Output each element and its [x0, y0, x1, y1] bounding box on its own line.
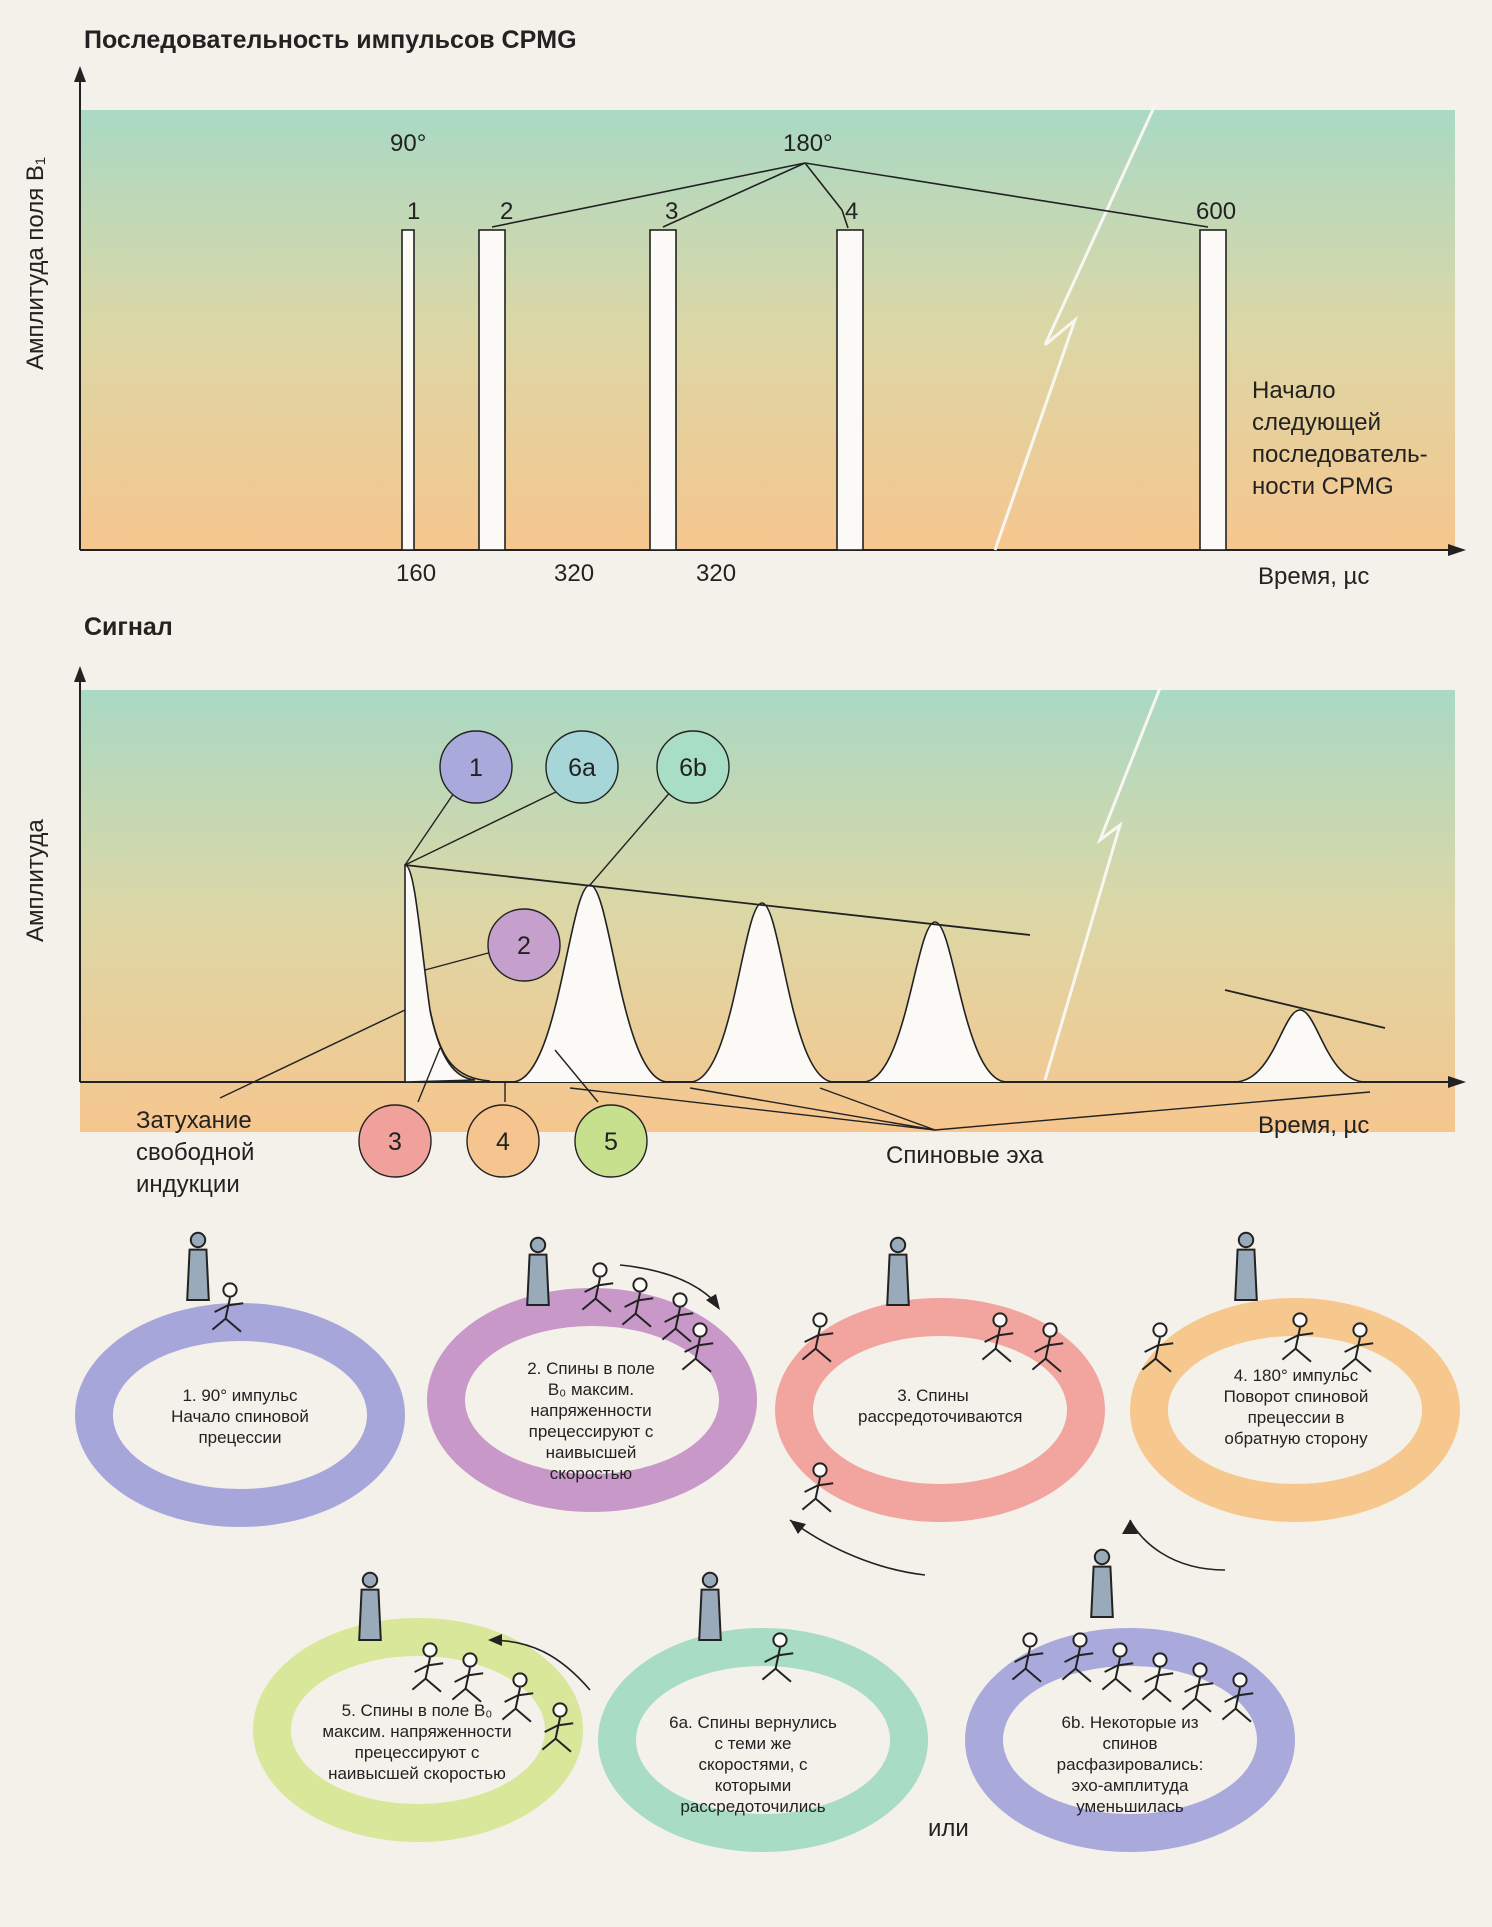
- pulse-label-3: 3: [665, 198, 679, 225]
- top-chart: [74, 66, 1466, 556]
- pulse-label-2: 2: [500, 198, 514, 225]
- observer-figure-4: [1234, 1231, 1258, 1301]
- leader-180-4: [804, 162, 843, 211]
- echo-envelope-late: [1224, 989, 1386, 1029]
- spin-figure-23: [1221, 1672, 1254, 1723]
- arrow-4-to-6b: [1129, 1519, 1226, 1571]
- spin-figure-12: [1141, 1322, 1174, 1373]
- spin-figure-6: [801, 1312, 834, 1363]
- ring-5: [253, 1618, 583, 1842]
- spin-figure-18: [1011, 1632, 1044, 1683]
- bottom-axis-break: [1043, 687, 1162, 1081]
- pulse-2: [478, 229, 506, 551]
- interval-2: 320: [554, 560, 595, 587]
- top-x-label: Время, µс: [1258, 563, 1370, 590]
- ring-1-text: 1. 90° импульс Начало спиновой прецессии: [171, 1386, 309, 1447]
- spin-figure-21: [1141, 1652, 1174, 1703]
- observer-figure-1: [186, 1231, 210, 1301]
- pulse-label-1: 1: [407, 198, 421, 225]
- pulse-label-600: 600: [1196, 198, 1237, 225]
- leader-180-600: [804, 162, 1209, 228]
- arrow-3-to-5: [789, 1519, 926, 1576]
- observer-figure-7: [1090, 1548, 1114, 1618]
- observer-figure-2: [526, 1236, 550, 1306]
- spin-figure-3: [621, 1277, 654, 1328]
- arrow-head-4-6b: [1122, 1520, 1138, 1534]
- ring-6: [598, 1628, 928, 1852]
- fid-tail: [429, 1009, 491, 1082]
- echo-peak-2: [689, 902, 835, 1083]
- echo-peak-3: [862, 921, 1008, 1083]
- ring-6a-text: 6a. Спины вернулись с теми же скоростями…: [669, 1713, 837, 1816]
- top-chart-title: Последовательность импульсов CPMG: [84, 26, 577, 54]
- spin-figure-10: [1281, 1312, 1314, 1363]
- spin-figure-5: [681, 1322, 714, 1373]
- fid-curve: [404, 864, 476, 1083]
- spin-figure-15: [501, 1672, 534, 1723]
- spin-figure-1: [211, 1282, 244, 1333]
- ring-5-text: 5. Спины в поле B₀ максим. напряженности…: [322, 1701, 512, 1783]
- arrow-head-ring2: [706, 1294, 720, 1310]
- observer-figure-3: [886, 1236, 910, 1306]
- spin-figure-16: [541, 1702, 574, 1753]
- top-y-arrow: [74, 66, 86, 82]
- observer-figure-5: [358, 1571, 382, 1641]
- observer-figure-6: [698, 1571, 722, 1641]
- spin-figure-4: [661, 1292, 694, 1343]
- ring-4: [1130, 1298, 1460, 1522]
- ring-2-text: 2. Спины в поле B₀ максим. напряженности…: [527, 1359, 655, 1483]
- arrow-head-ring5: [488, 1634, 502, 1646]
- ring-3-text: 3. Спины рассредоточиваются: [858, 1386, 1023, 1426]
- arrow-ring5-rotation: [489, 1639, 591, 1691]
- spin-figure-22: [1181, 1662, 1214, 1713]
- spin-figure-2: [581, 1262, 614, 1313]
- label-180: 180°: [783, 130, 833, 157]
- bottom-chart: [74, 666, 1466, 1132]
- ring-1: [75, 1303, 405, 1527]
- echo-envelope: [404, 864, 1031, 936]
- spin-figure-14: [451, 1652, 484, 1703]
- pulse-1: [401, 229, 415, 551]
- top-x-arrow: [1448, 544, 1466, 556]
- ring-6b-text: 6b. Некоторые из спинов расфазировались:…: [1056, 1713, 1204, 1816]
- or-label: или: [928, 1815, 969, 1842]
- ring-3: [775, 1298, 1105, 1522]
- spin-figure-13: [411, 1642, 444, 1693]
- next-sequence-note: Начало следующей последователь- ности CP…: [1252, 377, 1428, 500]
- spin-figure-20: [1101, 1642, 1134, 1693]
- spin-figure-7: [981, 1312, 1014, 1363]
- bottom-chart-title: Сигнал: [84, 613, 173, 641]
- arrow-head-3-5: [790, 1520, 806, 1534]
- ring-4-text: 4. 180° импульс Поворот спиновой прецесс…: [1223, 1366, 1369, 1448]
- pulse-4: [836, 229, 864, 551]
- spin-figure-19: [1061, 1632, 1094, 1683]
- top-axis-break: [993, 104, 1157, 551]
- pulse-label-4: 4: [845, 198, 859, 225]
- echo-peak-4: [1233, 1009, 1367, 1083]
- bottom-x-arrow: [1448, 1076, 1466, 1088]
- spin-figure-8: [1031, 1322, 1064, 1373]
- leader-180-4-tail: [841, 209, 849, 229]
- interval-1: 160: [396, 560, 437, 587]
- bottom-x-label: Время, µс: [1258, 1112, 1370, 1139]
- pulse-600: [1199, 229, 1227, 551]
- spin-figure-17: [761, 1632, 794, 1683]
- leader-180-2: [491, 162, 806, 228]
- interval-3: 320: [696, 560, 737, 587]
- spin-figure-11: [1341, 1322, 1374, 1373]
- bottom-y-arrow: [74, 666, 86, 682]
- leader-180-3: [662, 162, 806, 228]
- fid-label: Затухание свободной индукции: [136, 1107, 255, 1198]
- pulse-3: [649, 229, 677, 551]
- spin-figure-9: [801, 1462, 834, 1513]
- echo-label: Спиновые эха: [886, 1142, 1044, 1169]
- label-90: 90°: [390, 130, 427, 157]
- ring-2: [427, 1288, 757, 1512]
